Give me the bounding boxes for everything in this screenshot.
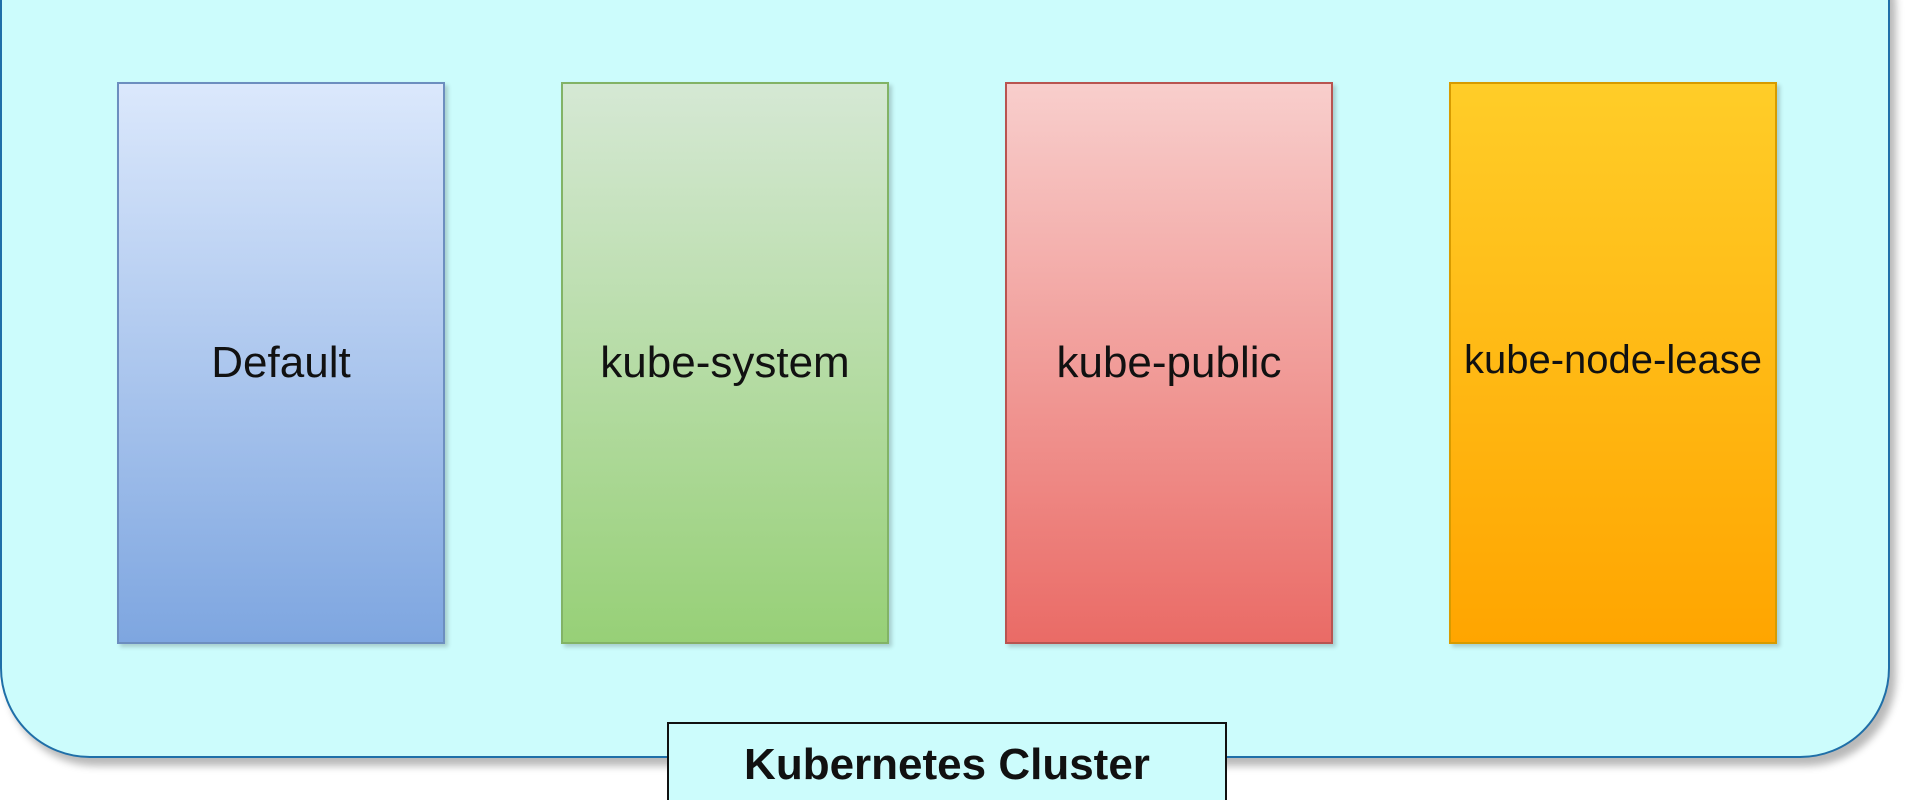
cluster-title-box: Kubernetes Cluster (667, 722, 1227, 800)
cluster-title-label: Kubernetes Cluster (744, 740, 1150, 789)
namespace-default-label: Default (211, 338, 351, 387)
namespace-kube-public-box: kube-public (1005, 82, 1333, 644)
namespace-default-box: Default (117, 82, 445, 644)
namespace-kube-public-label: kube-public (1056, 338, 1282, 387)
namespace-kube-node-lease-box: kube-node-lease (1449, 82, 1777, 644)
namespace-kube-node-lease-label: kube-node-lease (1464, 337, 1762, 382)
namespace-kube-system-label: kube-system (600, 338, 850, 387)
namespace-kube-system-box: kube-system (561, 82, 889, 644)
